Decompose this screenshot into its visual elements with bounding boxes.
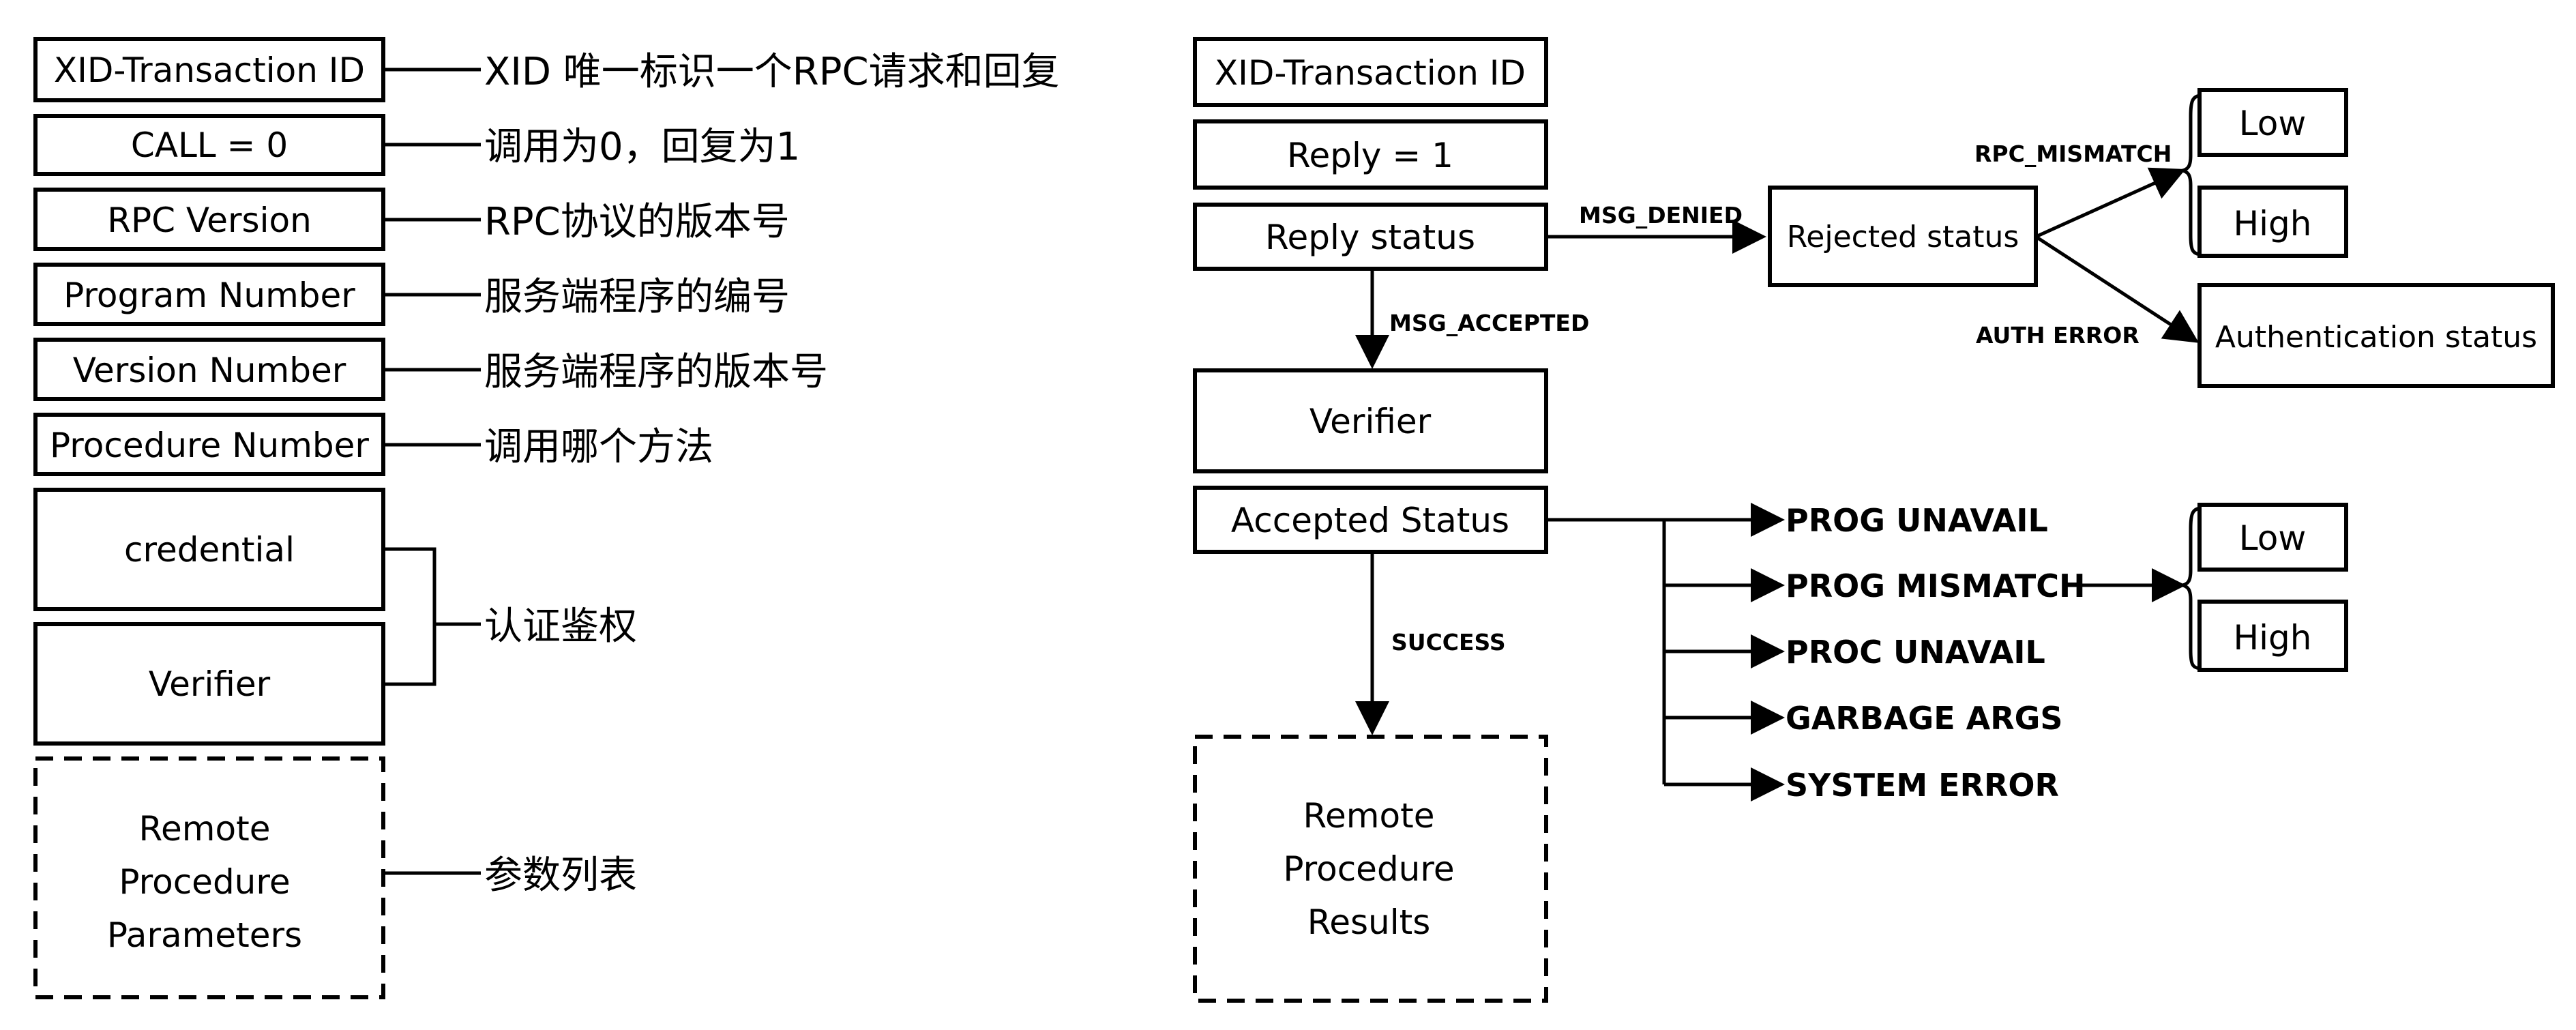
call-field-credential: credential xyxy=(33,488,385,611)
svg-text:Rejected status: Rejected status xyxy=(1787,220,2019,254)
reply-field-verifier: Verifier xyxy=(1193,368,1548,473)
note-program-number: 服务端程序的编号 xyxy=(484,275,790,319)
svg-text:Procedure Number: Procedure Number xyxy=(50,426,369,465)
call-annotation-connectors xyxy=(383,68,481,875)
svg-text:Program Number: Program Number xyxy=(63,276,355,315)
call-field-program-number: Program Number xyxy=(33,263,385,326)
svg-text:Low: Low xyxy=(2239,104,2306,143)
svg-text:Remote: Remote xyxy=(139,809,271,849)
call-field-xid: XID-Transaction ID xyxy=(33,37,385,102)
svg-text:RPC Version: RPC Version xyxy=(107,201,312,240)
call-field-procedure-number: Procedure Number xyxy=(33,413,385,476)
rejected-low-box: Low xyxy=(2197,88,2348,157)
code-garbage-args: GARBAGE ARGS xyxy=(1786,700,2063,737)
note-parameters: 参数列表 xyxy=(484,853,637,898)
prog-mismatch-high-box: High xyxy=(2197,600,2348,672)
code-prog-mismatch: PROG MISMATCH xyxy=(1786,568,2085,604)
svg-text:MSG_DENIED: MSG_DENIED xyxy=(1579,202,1743,229)
call-field-version-number: Version Number xyxy=(33,338,385,401)
reply-field-reply-status: Reply status xyxy=(1193,203,1548,271)
rejected-status-box: Rejected status xyxy=(1768,186,2038,287)
svg-text:CALL = 0: CALL = 0 xyxy=(131,126,288,165)
authentication-status-box: Authentication status xyxy=(2197,283,2555,388)
reply-field-xid: XID-Transaction ID xyxy=(1193,37,1548,107)
svg-text:Low: Low xyxy=(2239,518,2306,558)
svg-text:MSG_ACCEPTED: MSG_ACCEPTED xyxy=(1389,310,1589,336)
call-field-rpc-version: RPC Version xyxy=(33,188,385,251)
note-xid: XID 唯一标识一个RPC请求和回复 xyxy=(484,50,1060,94)
call-procedure-parameters: Remote Procedure Parameters xyxy=(33,756,385,999)
svg-text:Reply = 1: Reply = 1 xyxy=(1287,136,1453,175)
svg-text:XID-Transaction ID: XID-Transaction ID xyxy=(1215,53,1526,93)
prog-mismatch-low-box: Low xyxy=(2197,503,2348,572)
note-call-type: 调用为0，回复为1 xyxy=(484,125,800,169)
svg-text:XID-Transaction ID: XID-Transaction ID xyxy=(54,50,365,90)
svg-text:Verifier: Verifier xyxy=(149,664,271,704)
edge-msg-denied: MSG_DENIED xyxy=(1546,202,1766,254)
svg-text:SUCCESS: SUCCESS xyxy=(1391,629,1506,656)
svg-text:High: High xyxy=(2234,618,2312,658)
prog-mismatch-brace xyxy=(2182,506,2202,671)
reply-procedure-results: Remote Procedure Results xyxy=(1193,735,1548,1003)
note-rpc-version: RPC协议的版本号 xyxy=(484,200,790,244)
svg-text:Accepted Status: Accepted Status xyxy=(1231,501,1509,540)
code-prog-unavail: PROG UNAVAIL xyxy=(1786,502,2048,539)
note-version-number: 服务端程序的版本号 xyxy=(484,350,828,394)
svg-text:RPC_MISMATCH: RPC_MISMATCH xyxy=(1974,141,2172,167)
svg-text:Verifier: Verifier xyxy=(1309,402,1432,441)
reply-message: XID-Transaction ID Reply = 1 Reply statu… xyxy=(1193,37,2555,1003)
svg-text:Procedure: Procedure xyxy=(1283,849,1454,889)
edge-auth-error: AUTH ERROR xyxy=(1976,235,2200,349)
svg-text:Results: Results xyxy=(1307,902,1431,942)
accepted-status-fanout xyxy=(1546,503,1785,801)
call-message: XID-Transaction ID CALL = 0 RPC Version … xyxy=(33,37,1060,999)
code-system-error: SYSTEM ERROR xyxy=(1786,767,2059,804)
svg-text:Procedure: Procedure xyxy=(119,862,290,902)
svg-text:credential: credential xyxy=(124,530,295,570)
call-field-verifier: Verifier xyxy=(33,622,385,746)
svg-text:Authentication status: Authentication status xyxy=(2215,320,2537,355)
reply-field-reply-type: Reply = 1 xyxy=(1193,119,1548,190)
call-field-call-type: CALL = 0 xyxy=(33,114,385,176)
note-authentication: 认证鉴权 xyxy=(484,604,637,649)
svg-text:AUTH ERROR: AUTH ERROR xyxy=(1976,322,2140,349)
rejected-high-box: High xyxy=(2197,186,2348,258)
note-procedure-number: 调用哪个方法 xyxy=(484,425,713,469)
svg-text:Remote: Remote xyxy=(1303,796,1435,836)
reply-field-accepted-status: Accepted Status xyxy=(1193,486,1548,554)
svg-text:Parameters: Parameters xyxy=(107,915,302,955)
svg-text:High: High xyxy=(2234,204,2312,244)
edge-success: SUCCESS xyxy=(1355,552,1506,735)
svg-text:Reply status: Reply status xyxy=(1265,218,1475,257)
svg-text:Version Number: Version Number xyxy=(73,351,346,390)
edge-msg-accepted: MSG_ACCEPTED xyxy=(1355,269,1589,369)
code-proc-unavail: PROC UNAVAIL xyxy=(1786,634,2045,671)
edge-rpc-mismatch: RPC_MISMATCH xyxy=(1974,141,2186,239)
rpc-mismatch-brace xyxy=(2182,93,2202,256)
